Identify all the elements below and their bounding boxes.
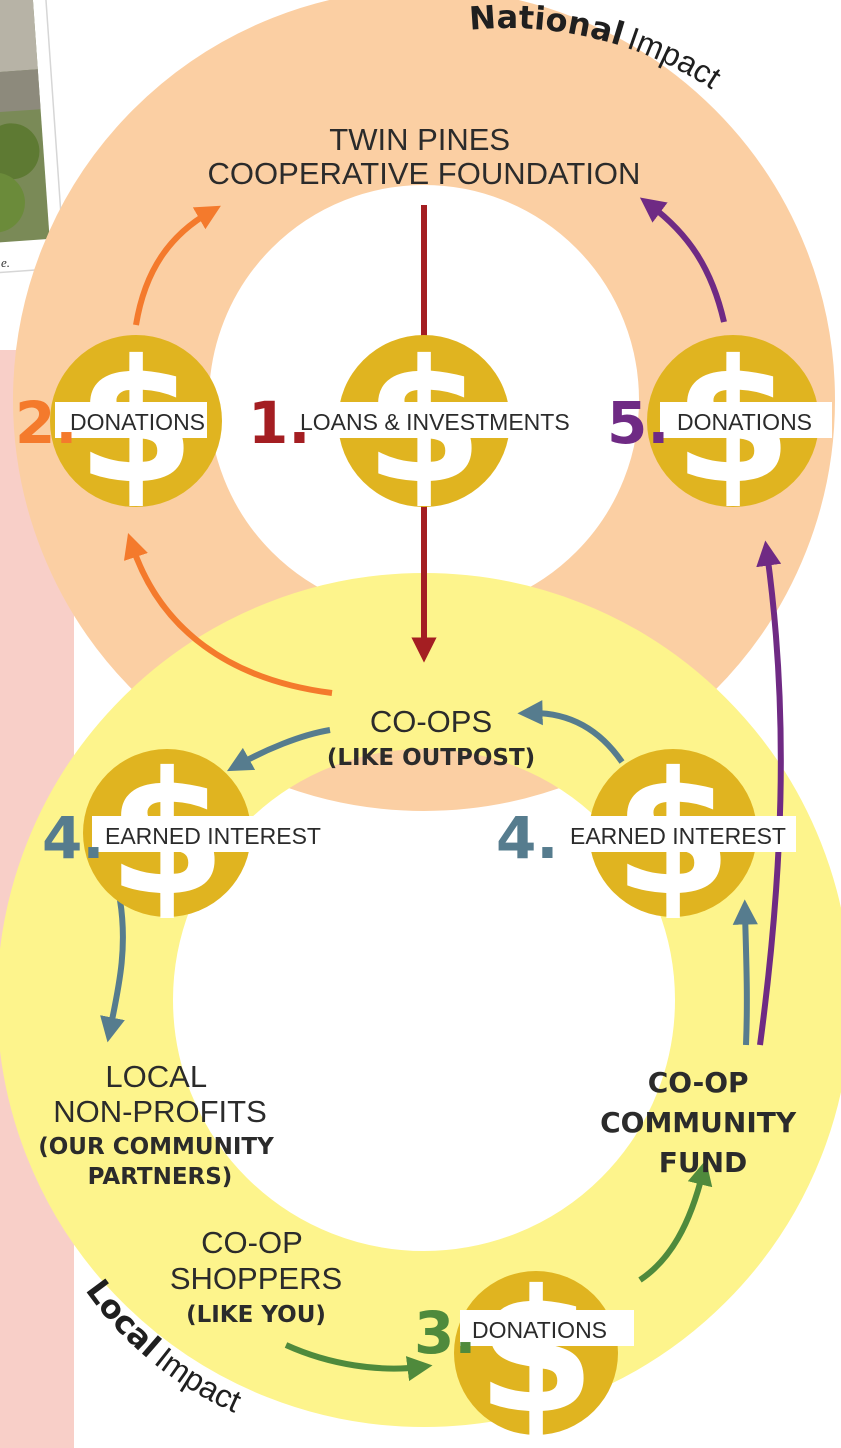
step4-right-label: EARNED INTEREST — [570, 823, 786, 849]
twin-pines-foundation-node: TWIN PINES COOPERATIVE FOUNDATION — [208, 122, 641, 191]
step4-left-number: 4. — [42, 804, 104, 872]
coops-to-donations-arrow — [123, 533, 333, 696]
nonprofits-node-title: LOCAL NON-PROFITS — [53, 1059, 267, 1129]
photo-card — [0, 0, 66, 276]
step5-number: 5. — [607, 389, 669, 457]
step2-number: 2. — [15, 389, 77, 457]
nonprofits-node-subtitle: (OUR COMMUNITY PARTNERS) — [38, 1134, 282, 1190]
coin-step3: $ — [454, 1254, 618, 1448]
donations5-to-foundation-arrow — [639, 197, 727, 323]
shoppers-node-title: CO-OP SHOPPERS — [170, 1225, 342, 1296]
donations-to-foundation-arrow — [133, 205, 221, 326]
dollar-icon: $ — [477, 1254, 595, 1448]
label-bar-step4-right — [558, 816, 796, 852]
label-bar-step5 — [660, 402, 832, 438]
label-bar-step1 — [289, 402, 563, 438]
coops-node-subtitle: (LIKE OUTPOST) — [327, 745, 535, 771]
coops-node-title: CO-OPS — [370, 704, 492, 739]
interest-to-nonprofits-arrow — [100, 899, 126, 1043]
fund-to-right-interest-arrow — [732, 899, 758, 1046]
label-bar-step3 — [460, 1310, 634, 1346]
step4-left-label: EARNED INTEREST — [105, 823, 321, 849]
label-bar-step4-left — [92, 816, 320, 852]
community-fund-node: CO-OP COMMUNITY FUND — [600, 1066, 806, 1179]
step1-number: 1. — [248, 389, 310, 457]
donations-to-fund-arrow — [638, 1159, 713, 1283]
coops-to-left-interest-arrow — [226, 727, 331, 772]
step2-label: DONATIONS — [70, 409, 205, 435]
shoppers-node-subtitle: (LIKE YOU) — [186, 1302, 326, 1328]
step3-label: DONATIONS — [472, 1317, 607, 1343]
step5-label: DONATIONS — [677, 409, 812, 435]
step4-right-number: 4. — [496, 804, 558, 872]
shoppers-to-donations-arrow — [284, 1342, 433, 1382]
right-interest-to-coops-arrow — [517, 700, 625, 764]
fund-to-donations-arrow — [756, 540, 784, 1046]
step1-label: LOANS & INVESTMENTS — [300, 409, 570, 435]
photo-caption: e. — [1, 255, 10, 270]
label-bar-step2 — [55, 402, 207, 438]
step3-number: 3. — [414, 1299, 476, 1367]
